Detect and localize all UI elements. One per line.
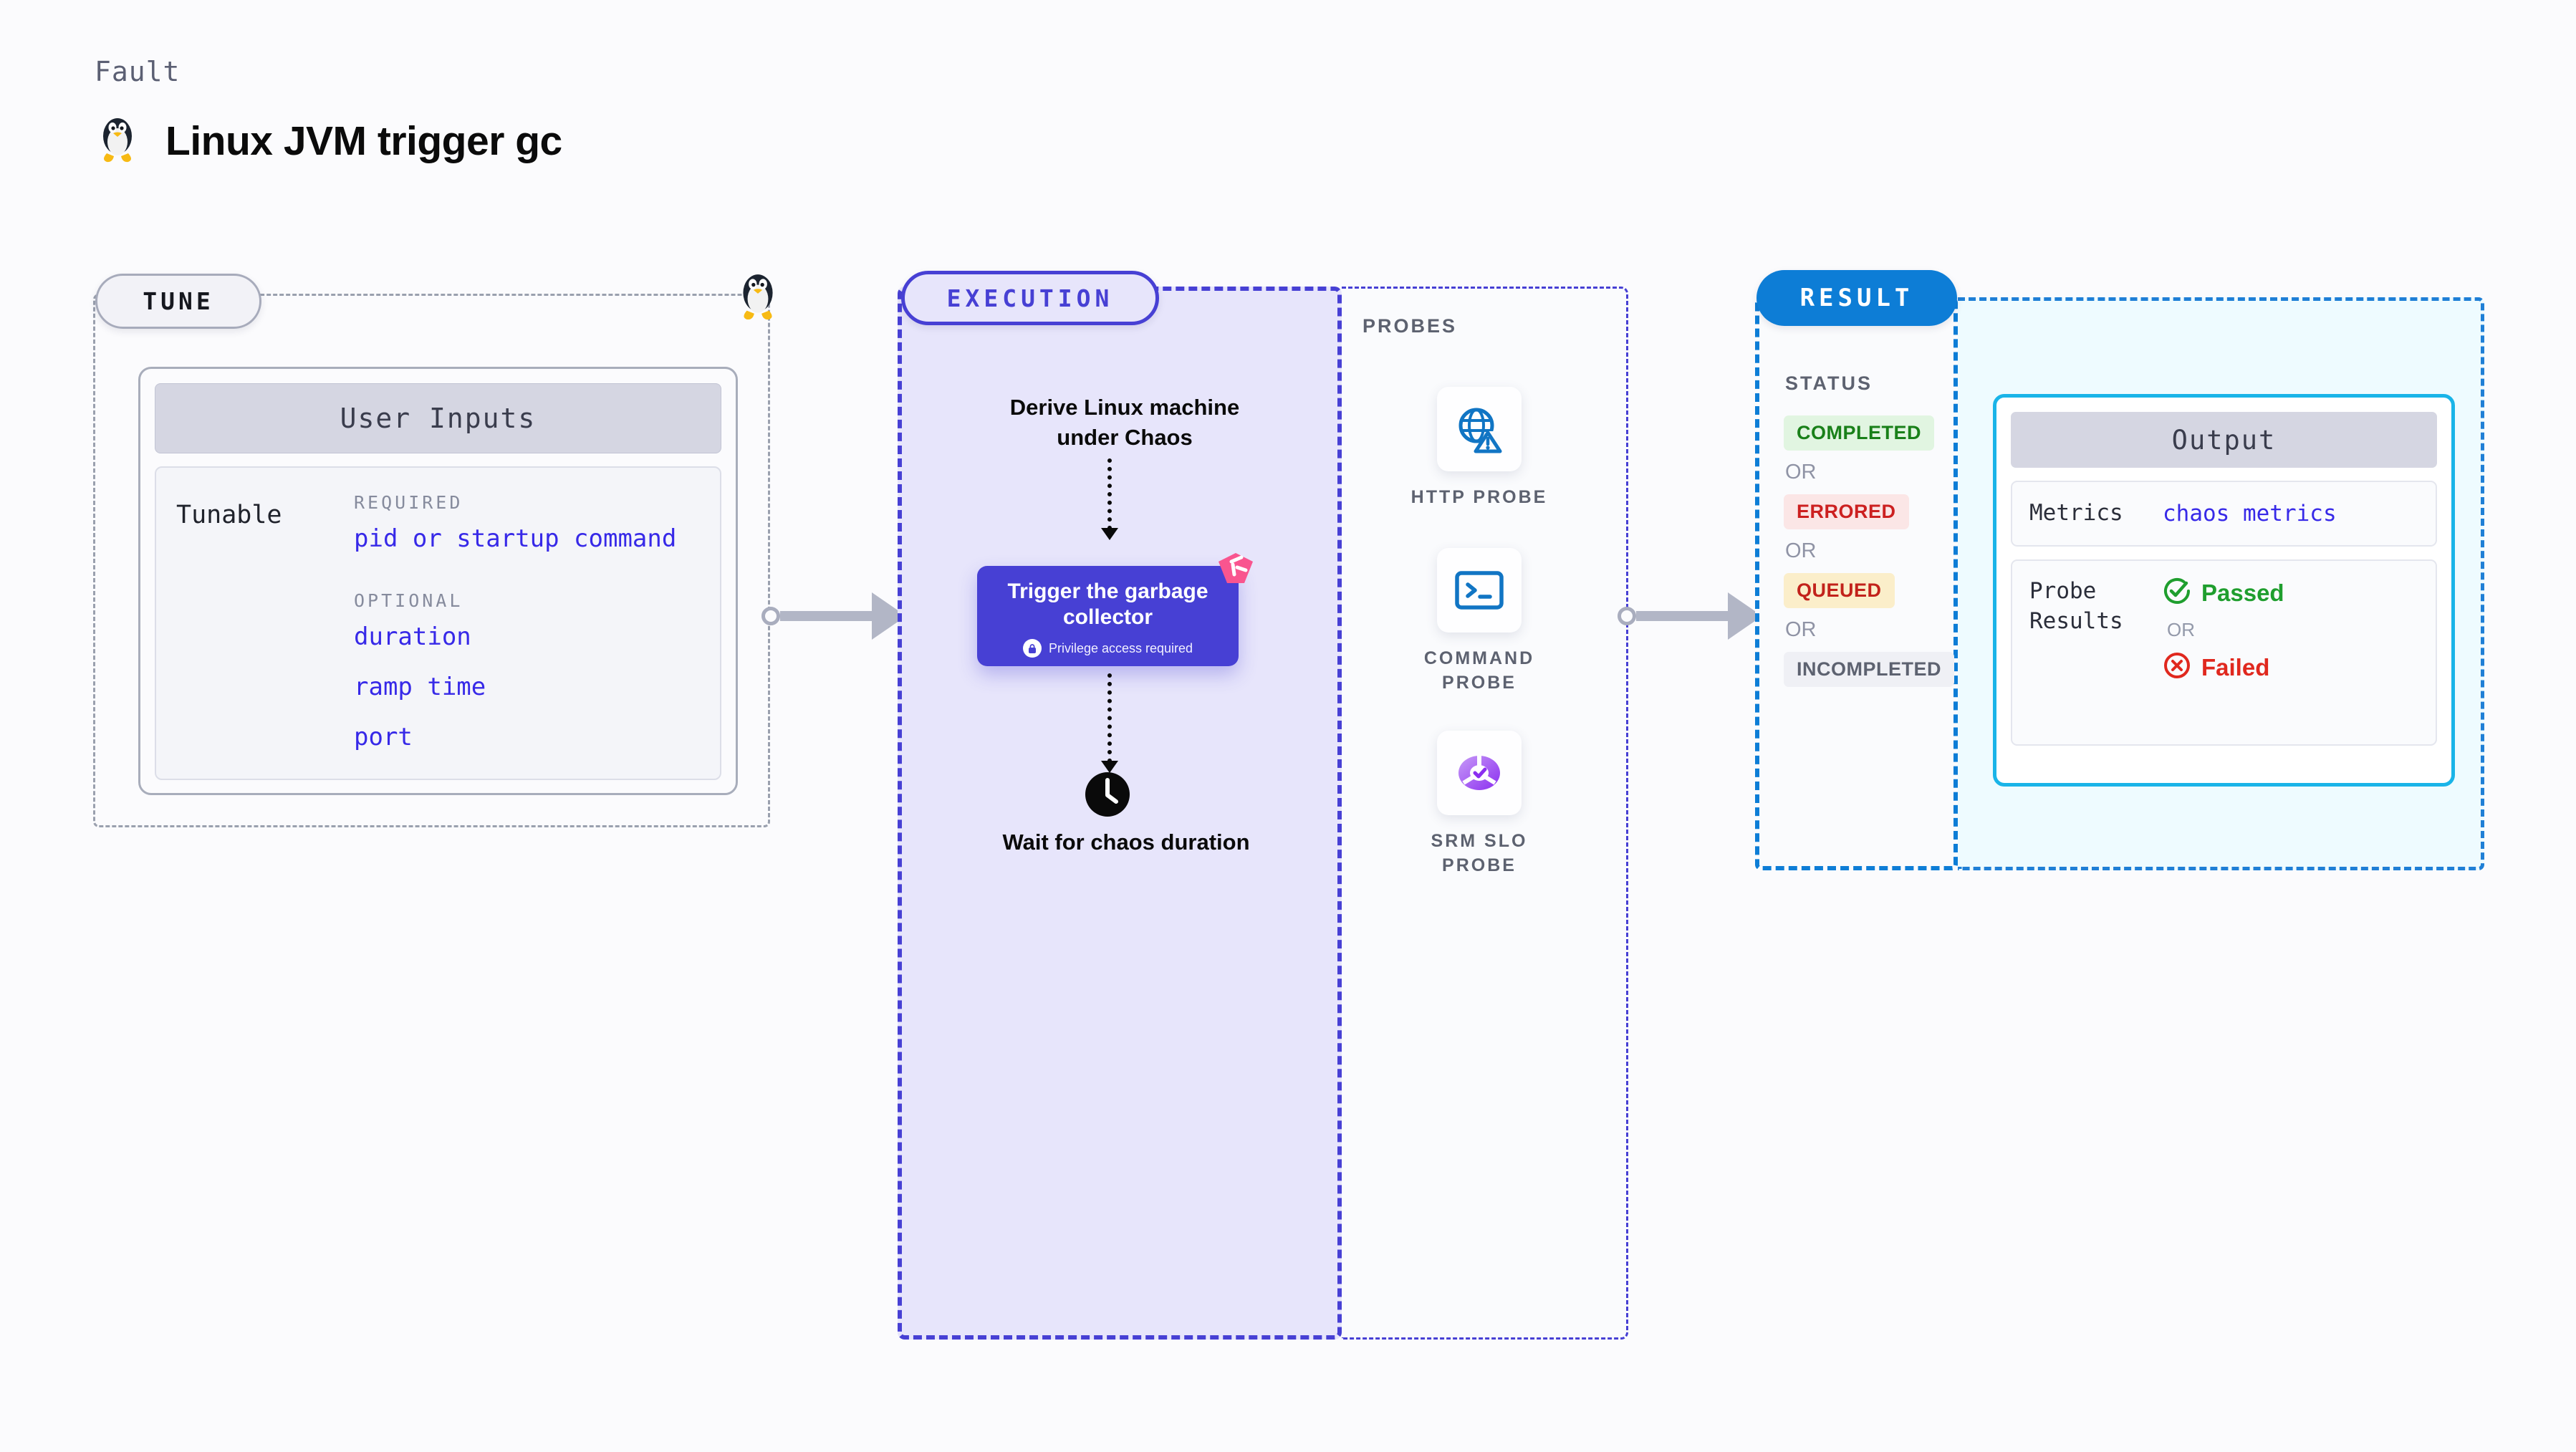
- page-title-row: Linux JVM trigger gc: [97, 115, 562, 167]
- probe-http[interactable]: HTTP PROBE: [1393, 387, 1565, 510]
- status-or-1: OR: [1785, 461, 1817, 484]
- probe-srm-slo-label: SRM SLO PROBE: [1431, 831, 1528, 875]
- status-or-2: OR: [1785, 539, 1817, 562]
- status-title: STATUS: [1785, 372, 1873, 394]
- flow-arrow-down-1: [1101, 458, 1118, 540]
- tunable-items-list: REQUIRED pid or startup command OPTIONAL…: [354, 492, 676, 754]
- tunable-item-duration[interactable]: duration: [354, 622, 471, 651]
- status-badge-queued: QUEUED: [1784, 573, 1895, 608]
- result-stage-badge[interactable]: RESULT: [1756, 270, 1957, 326]
- execution-stage-panel: [898, 287, 1342, 1340]
- output-card: Output Metrics chaos metrics Probe Resul…: [1993, 394, 2455, 787]
- status-badge-completed: COMPLETED: [1784, 415, 1935, 451]
- tunable-item-pid[interactable]: pid or startup command: [354, 524, 677, 553]
- trigger-gc-node[interactable]: Trigger the garbage collector Privilege …: [977, 553, 1253, 666]
- execution-step-derive: Derive Linux machine under Chaos: [1009, 395, 1240, 450]
- output-row-metrics: Metrics chaos metrics: [2011, 481, 2437, 547]
- globe-warning-icon: [1437, 387, 1522, 471]
- x-circle-icon: [2163, 651, 2191, 683]
- required-label: REQUIRED: [354, 492, 463, 513]
- status-badge-errored: ERRORED: [1784, 494, 1909, 529]
- linux-tux-icon: [736, 271, 779, 324]
- check-circle-icon: [2163, 577, 2191, 609]
- output-card-header: Output: [2011, 412, 2437, 468]
- probe-result-failed-label: Failed: [2201, 653, 2270, 681]
- metrics-key-label: Metrics: [2029, 500, 2123, 527]
- probe-result-failed: Failed: [2163, 651, 2284, 683]
- linux-tux-icon: [97, 115, 138, 167]
- probe-srm-slo[interactable]: SRM SLO PROBE: [1393, 731, 1565, 878]
- optional-label: OPTIONAL: [354, 590, 463, 611]
- metrics-value-link[interactable]: chaos metrics: [2163, 501, 2337, 527]
- probe-result-or: OR: [2167, 619, 2195, 640]
- status-badge-incompleted: INCOMPLETED: [1784, 652, 1955, 687]
- trigger-gc-node-title: Trigger the garbage collector: [1007, 580, 1208, 629]
- connector-shaft: [1636, 611, 1729, 621]
- status-options-list: COMPLETED OR ERRORED OR QUEUED OR INCOMP…: [1784, 415, 1955, 687]
- tunable-item-port[interactable]: port: [354, 723, 413, 751]
- connector-start-dot: [1618, 607, 1636, 625]
- status-or-3: OR: [1785, 618, 1817, 641]
- clock-icon: [1083, 770, 1132, 822]
- output-row-probe-results: Probe Results Passed OR: [2011, 559, 2437, 746]
- tunable-item-ramp-time[interactable]: ramp time: [354, 673, 486, 701]
- probe-results-values: Passed OR Failed: [2163, 577, 2284, 729]
- probe-command[interactable]: COMMAND PROBE: [1393, 548, 1565, 696]
- probe-result-passed: Passed: [2163, 577, 2284, 609]
- terminal-icon: [1437, 548, 1522, 633]
- probe-command-label: COMMAND PROBE: [1423, 648, 1535, 693]
- connector-start-dot: [761, 607, 780, 625]
- user-inputs-header: User Inputs: [155, 383, 721, 453]
- privilege-note-row: Privilege access required: [1022, 639, 1193, 658]
- page-title: Linux JVM trigger gc: [165, 117, 562, 164]
- privilege-note-text: Privilege access required: [1048, 640, 1193, 655]
- probe-results-key-label: Probe Results: [2029, 578, 2123, 634]
- execution-step-wait: Wait for chaos duration: [1002, 830, 1250, 855]
- tunable-section: Tunable REQUIRED pid or startup command …: [155, 466, 721, 780]
- tunable-label: Tunable: [176, 501, 282, 529]
- lock-icon: [1022, 639, 1042, 658]
- probe-http-label: HTTP PROBE: [1410, 487, 1548, 507]
- flow-arrow-down-2: [1101, 673, 1118, 773]
- chaos-logo-icon: [1217, 552, 1254, 591]
- tune-stage-badge[interactable]: TUNE: [95, 274, 261, 329]
- connector-shaft: [780, 611, 873, 621]
- fault-kicker-label: Fault: [95, 56, 181, 87]
- user-inputs-card: User Inputs Tunable REQUIRED pid or star…: [138, 367, 738, 795]
- probe-result-passed-label: Passed: [2201, 579, 2284, 606]
- execution-stage-badge[interactable]: EXECUTION: [901, 271, 1159, 325]
- slo-donut-check-icon: [1437, 731, 1522, 815]
- probes-title: PROBES: [1363, 315, 1458, 337]
